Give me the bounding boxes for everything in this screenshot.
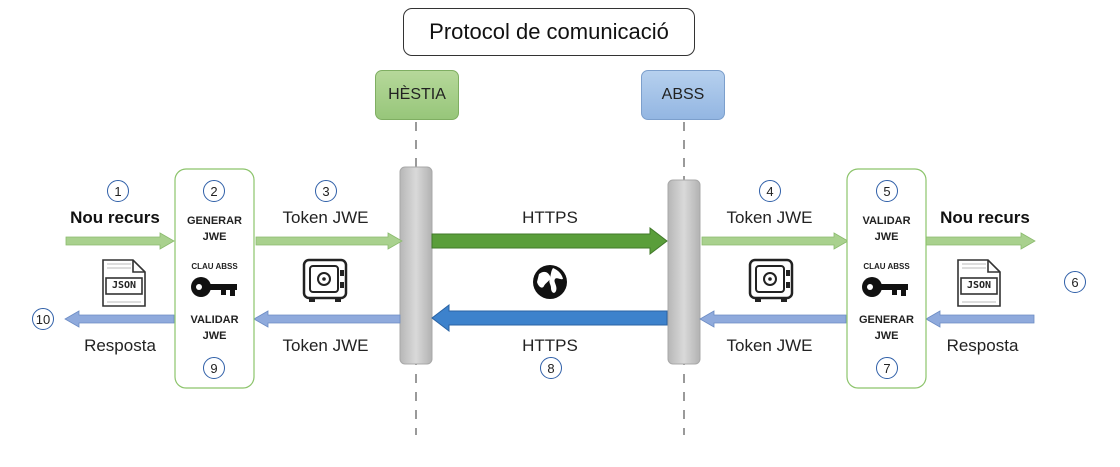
label-token-bottom-left: Token JWE — [282, 336, 369, 355]
label-token-top-left: Token JWE — [282, 208, 369, 227]
step-number-6: 6 — [1064, 271, 1086, 293]
actor-hestia: HÈSTIA — [375, 70, 459, 120]
label-resposta-right: Resposta — [946, 336, 1019, 355]
step-box-left — [174, 168, 255, 389]
box-right-validar: VALIDAR — [862, 215, 911, 227]
arrow-token-bottom-left — [253, 310, 401, 328]
hestia-activation-bar — [399, 166, 433, 365]
json-label-left: JSON — [111, 280, 137, 291]
label-nou-recurs-left: Nou recurs — [70, 208, 160, 227]
box-right-generar: GENERAR — [858, 314, 914, 326]
box-left-validar-jwe: JWE — [202, 330, 227, 342]
label-https-response: HTTPS — [522, 336, 578, 355]
step-number-10: 10 — [32, 308, 54, 330]
safe-icon — [302, 258, 348, 302]
arrow-resposta-right — [925, 310, 1035, 328]
arrow-resposta-left — [64, 310, 175, 328]
arrow-https-request — [431, 226, 668, 256]
json-file-icon — [957, 259, 1001, 307]
key-icon — [862, 277, 908, 297]
step-number-4: 4 — [759, 180, 781, 202]
arrow-token-left — [255, 232, 403, 250]
box-left-generar-jwe: JWE — [202, 231, 227, 243]
step-number-8: 8 — [540, 357, 562, 379]
arrow-token-right — [701, 232, 849, 250]
box-left-generar: GENERAR — [186, 215, 242, 227]
key-icon — [191, 277, 237, 297]
arrow-token-bottom-right — [699, 310, 847, 328]
abss-activation-bar — [667, 179, 701, 365]
label-resposta-left: Resposta — [84, 336, 156, 355]
label-token-top-right: Token JWE — [726, 208, 813, 227]
arrow-nou-recurs-left — [65, 232, 175, 250]
safe-icon — [748, 258, 794, 302]
box-right-generar-jwe: JWE — [874, 330, 899, 342]
step-number-9: 9 — [203, 357, 225, 379]
step-number-7: 7 — [876, 357, 898, 379]
arrow-nou-recurs-right — [924, 232, 1036, 250]
step-number-2: 2 — [203, 180, 225, 202]
json-label-right: JSON — [966, 280, 992, 291]
label-https-request: HTTPS — [522, 208, 578, 227]
box-left-validar: VALIDAR — [190, 314, 239, 326]
step-number-5: 5 — [876, 180, 898, 202]
json-file-icon — [102, 259, 146, 307]
arrow-https-response — [431, 303, 668, 333]
label-token-bottom-right: Token JWE — [726, 336, 813, 355]
actor-abss: ABSS — [641, 70, 725, 120]
globe-icon — [533, 265, 567, 299]
diagram-title: Protocol de comunicació — [403, 8, 695, 56]
box-left-clau: CLAU ABSS — [191, 262, 238, 271]
box-right-clau: CLAU ABSS — [863, 262, 910, 271]
label-nou-recurs-right: Nou recurs — [940, 208, 1030, 227]
box-right-validar-jwe: JWE — [874, 231, 899, 243]
step-number-3: 3 — [315, 180, 337, 202]
step-box-right — [846, 168, 927, 389]
step-number-1: 1 — [107, 180, 129, 202]
